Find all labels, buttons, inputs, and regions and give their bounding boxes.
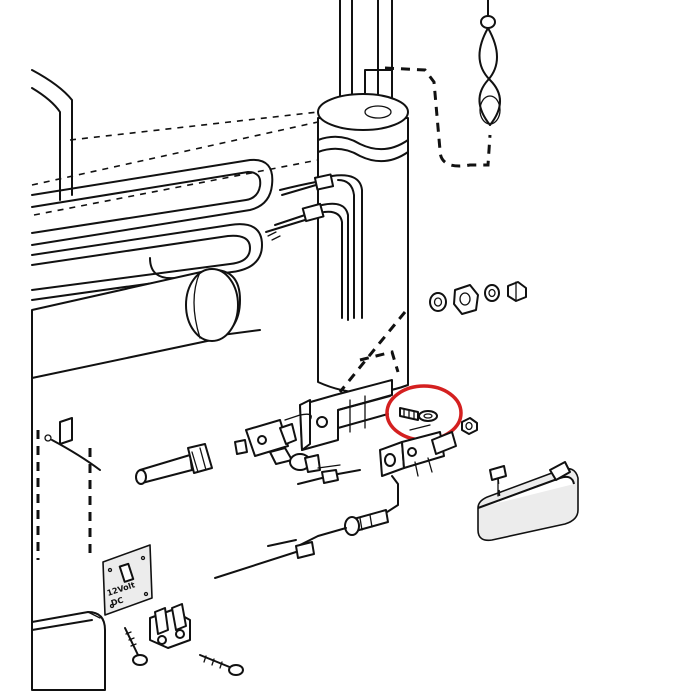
power-switch-plate: 12Volt DC [102, 544, 153, 616]
cable-tie [478, 15, 501, 126]
switch-panel [36, 417, 101, 560]
bottom-screws [124, 627, 244, 676]
gas-injector [135, 413, 321, 485]
highlighted-screw [385, 384, 463, 442]
small-nut [461, 417, 478, 435]
ignition-cable [214, 475, 399, 579]
electrode-pin [297, 464, 361, 485]
igniter-block [379, 424, 457, 477]
terminal-block [149, 603, 191, 649]
cover-housing [477, 461, 579, 542]
dashed-guides [338, 311, 407, 393]
plate-label-dc: DC [110, 595, 125, 607]
control-box [31, 611, 106, 691]
sensor-wires [265, 173, 363, 321]
heat-exchanger-tubes [31, 158, 274, 301]
fastener-set [429, 281, 527, 315]
burner-tube [31, 268, 241, 379]
burner-bracket [299, 379, 393, 451]
